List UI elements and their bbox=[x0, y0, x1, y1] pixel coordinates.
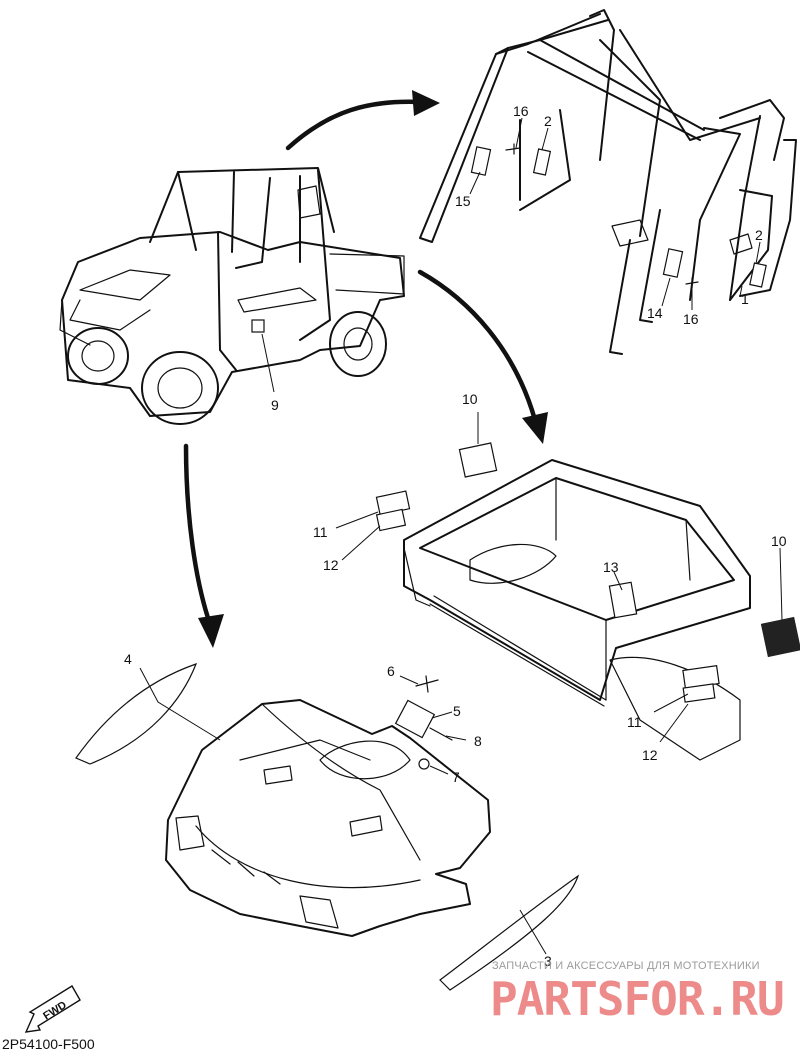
decal-13-marker bbox=[608, 581, 638, 619]
watermark-logo: PARTSFOR.RU bbox=[490, 972, 785, 1026]
callout-6: 6 bbox=[387, 663, 395, 679]
callout-12-left: 12 bbox=[323, 557, 339, 573]
decal-10b-marker bbox=[760, 616, 800, 658]
watermark-caption: ЗАПЧАСТИ И АКСЕССУАРЫ ДЛЯ МОТОТЕХНИКИ bbox=[492, 960, 760, 972]
callout-11-right: 11 bbox=[627, 714, 642, 730]
decal-14-marker bbox=[662, 248, 684, 278]
decal-3-marker bbox=[439, 874, 580, 991]
callout-5: 5 bbox=[453, 703, 461, 719]
decal-10a-marker bbox=[458, 442, 498, 478]
callout-14: 14 bbox=[647, 305, 663, 321]
callout-11-left: 11 bbox=[313, 524, 328, 540]
decal-12a-marker bbox=[375, 508, 407, 532]
decal-2b-marker bbox=[749, 262, 767, 288]
callout-2-right: 2 bbox=[755, 227, 763, 243]
flow-arrows bbox=[183, 90, 548, 648]
callout-13: 13 bbox=[603, 559, 619, 575]
decal-2a-marker bbox=[532, 148, 552, 176]
roll-cage bbox=[419, 9, 797, 355]
callout-9: 9 bbox=[271, 397, 279, 413]
callout-12-right: 12 bbox=[642, 747, 658, 763]
decal-4-marker bbox=[75, 663, 198, 765]
decal-15-marker bbox=[470, 146, 492, 176]
decal-5-marker bbox=[394, 699, 436, 739]
document-code: 2P54100-F500 bbox=[2, 1036, 95, 1052]
decal-11b-marker bbox=[682, 665, 720, 689]
callout-7: 7 bbox=[452, 769, 460, 785]
decal-12b-marker bbox=[682, 683, 716, 703]
callout-3: 3 bbox=[544, 953, 552, 969]
callout-1: 1 bbox=[741, 291, 749, 307]
callout-10-right: 10 bbox=[771, 533, 787, 549]
callout-8: 8 bbox=[474, 733, 482, 749]
callout-2-top: 2 bbox=[544, 113, 552, 129]
callout-16-bottom: 16 bbox=[683, 311, 699, 327]
vehicle-overview bbox=[59, 167, 405, 425]
callout-16-top: 16 bbox=[513, 103, 529, 119]
callout-10-top: 10 bbox=[462, 391, 478, 407]
callout-labels: 1 2 2 3 4 5 6 7 8 9 10 10 11 11 12 12 13… bbox=[124, 103, 787, 969]
callout-4: 4 bbox=[124, 651, 132, 667]
front-hood bbox=[75, 663, 580, 991]
cargo-bed bbox=[335, 412, 800, 761]
fwd-direction-badge: FWD bbox=[24, 985, 81, 1033]
decal-9-marker bbox=[251, 319, 265, 333]
callout-15: 15 bbox=[455, 193, 471, 209]
